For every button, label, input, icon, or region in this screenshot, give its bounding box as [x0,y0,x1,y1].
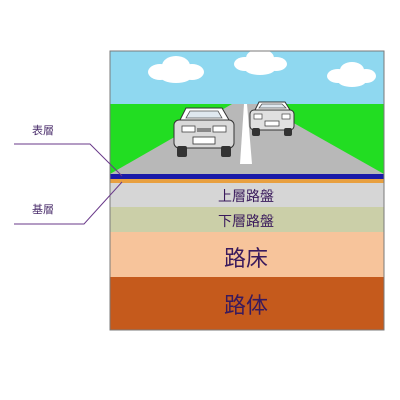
road-scene [110,49,384,174]
roadbed-label: 路体 [224,294,268,319]
car-icon [249,101,295,136]
surface-leader-line [14,143,123,177]
base-layer [110,179,384,183]
base-course-annotation: 基層 [32,203,54,216]
subgrade-layer [110,232,384,277]
surface-layer-annotation: 表層 [32,123,54,137]
cloud-icon [148,49,376,87]
upper-subbase-layer [110,183,384,207]
lower-subbase-label: 下層路盤 [218,214,274,230]
surface-layer [110,174,384,179]
lower-subbase-layer [110,207,384,232]
subgrade-label: 路床 [224,247,268,272]
roadbed-layer [110,277,384,330]
car-icon [173,107,235,157]
road-centerline [240,104,252,164]
base-leader-line [14,181,123,225]
diagram-frame [109,50,385,331]
upper-subbase-label: 上層路盤 [218,189,274,205]
annotations: 表層 基層 [14,123,123,225]
pavement-layers: 上層路盤 下層路盤 路床 路体 [109,50,385,331]
